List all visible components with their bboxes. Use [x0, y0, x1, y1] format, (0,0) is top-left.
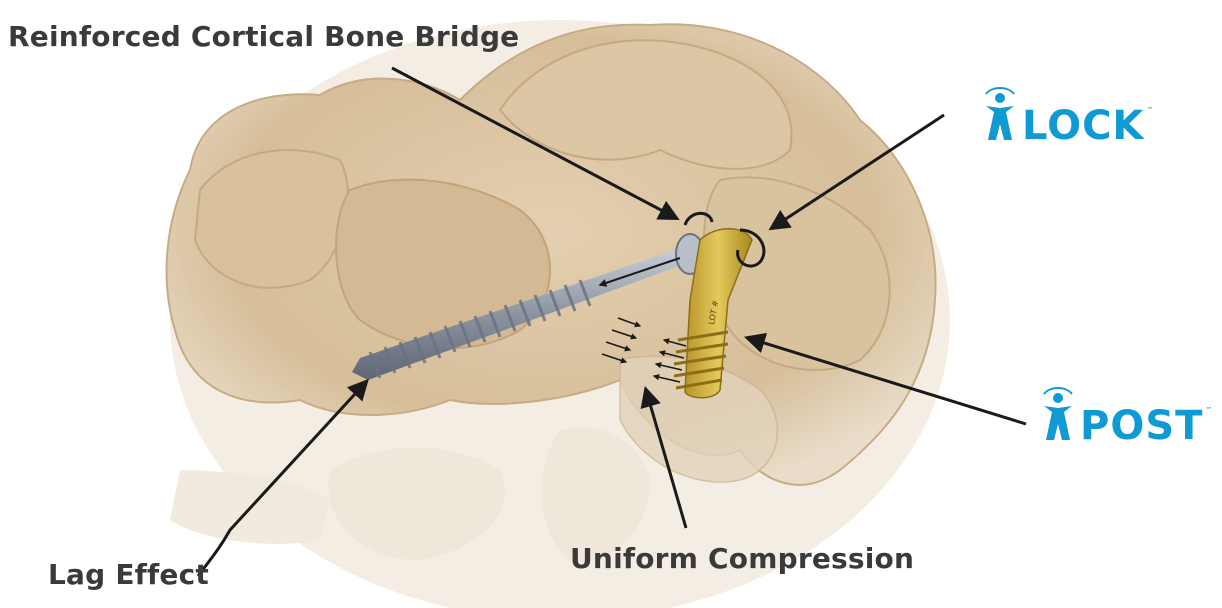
lag-effect-label: Lag Effect [48, 558, 209, 591]
post-trademark: ™ [1205, 406, 1212, 414]
lock-brand-text: LOCK [1022, 106, 1144, 146]
lock-person-icon [986, 88, 1014, 140]
lock-trademark: ™ [1146, 106, 1153, 114]
lock-brand: LOCK ™ [1022, 106, 1153, 146]
post-brand: POST ™ [1080, 406, 1212, 446]
post-brand-text: POST [1080, 406, 1203, 446]
compression-label: Uniform Compression [570, 542, 914, 575]
bridge-label: Reinforced Cortical Bone Bridge [8, 20, 519, 53]
post-person-icon [1044, 388, 1072, 440]
